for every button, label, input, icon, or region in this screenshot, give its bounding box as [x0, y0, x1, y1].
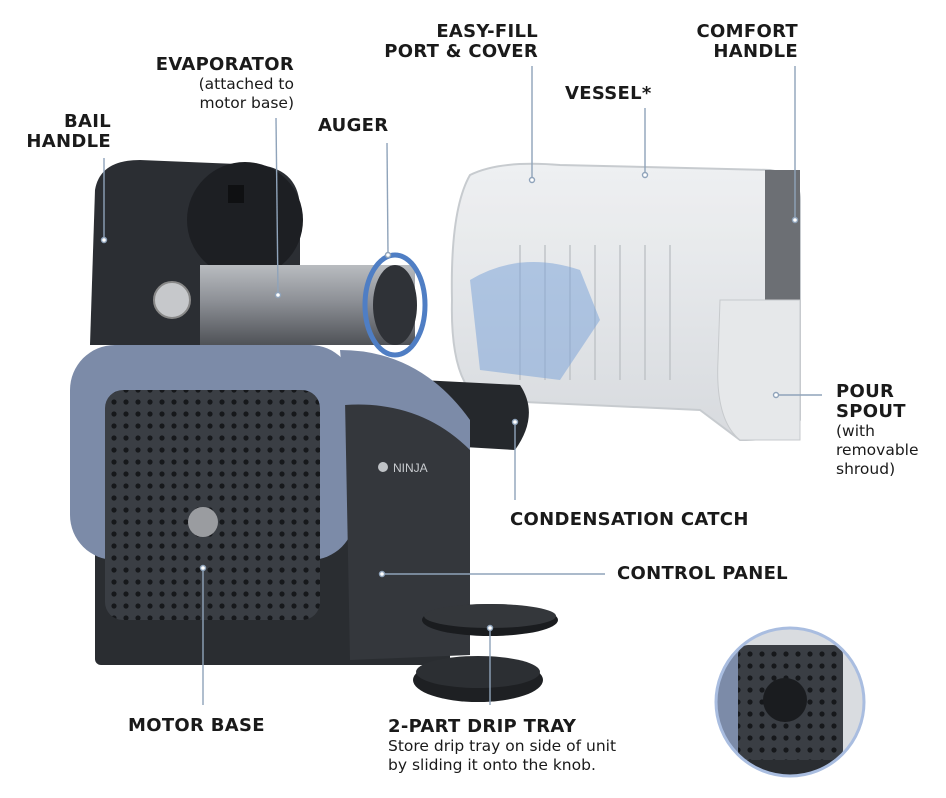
drip-tray-note: by sliding it onto the knob.: [388, 756, 596, 774]
comfort-handle-title: HANDLE: [713, 41, 798, 62]
drip-tray: [413, 604, 558, 702]
motor-base-title: MOTOR BASE: [128, 715, 265, 736]
label-comfort-handle: COMFORT HANDLE: [640, 22, 798, 62]
control-panel-title: CONTROL PANEL: [617, 563, 788, 584]
label-auger: AUGER: [318, 116, 388, 136]
pour-spout-note: removable: [836, 441, 919, 459]
label-control-panel: CONTROL PANEL: [617, 564, 788, 584]
label-evaporator: EVAPORATOR (attached to motor base): [100, 55, 294, 113]
label-condensation-catch: CONDENSATION CATCH: [510, 510, 749, 530]
label-motor-base: MOTOR BASE: [128, 716, 265, 736]
label-drip-tray: 2-PART DRIP TRAY Store drip tray on side…: [388, 717, 616, 775]
easy-fill-title: EASY-FILL: [436, 21, 538, 42]
drip-tray-title: 2-PART DRIP TRAY: [388, 716, 577, 737]
pour-spout-title: POUR: [836, 381, 895, 402]
bail-handle-title: HANDLE: [26, 131, 111, 152]
easy-fill-title: PORT & COVER: [384, 41, 538, 62]
bail-handle-title: BAIL: [63, 111, 111, 132]
pour-spout-note: shroud): [836, 460, 896, 478]
vessel-title: VESSEL*: [565, 83, 652, 104]
leader-lines: [100, 66, 822, 705]
pour-spout-note: (with: [836, 422, 875, 440]
evaporator-title: EVAPORATOR: [155, 54, 294, 75]
evaporator-note: motor base): [199, 94, 294, 112]
brand-logo: NINJA: [393, 461, 428, 475]
condensation-catch-title: CONDENSATION CATCH: [510, 509, 749, 530]
evaporator: [200, 252, 428, 358]
pour-spout-title: SPOUT: [836, 401, 906, 422]
bail-handle-housing: [90, 160, 303, 345]
label-easy-fill-port: EASY-FILL PORT & COVER: [340, 22, 538, 62]
drip-tray-note: Store drip tray on side of unit: [388, 737, 617, 755]
label-bail-handle: BAIL HANDLE: [0, 112, 111, 152]
drip-tray-storage-inset: [714, 626, 866, 778]
motor-base: NINJA: [70, 345, 470, 665]
evaporator-note: (attached to: [198, 75, 294, 93]
comfort-handle-title: COMFORT: [696, 21, 798, 42]
auger-title: AUGER: [318, 115, 389, 136]
label-vessel: VESSEL*: [565, 84, 652, 104]
label-pour-spout: POUR SPOUT (with removable shroud): [836, 382, 919, 479]
vessel: [450, 162, 801, 442]
